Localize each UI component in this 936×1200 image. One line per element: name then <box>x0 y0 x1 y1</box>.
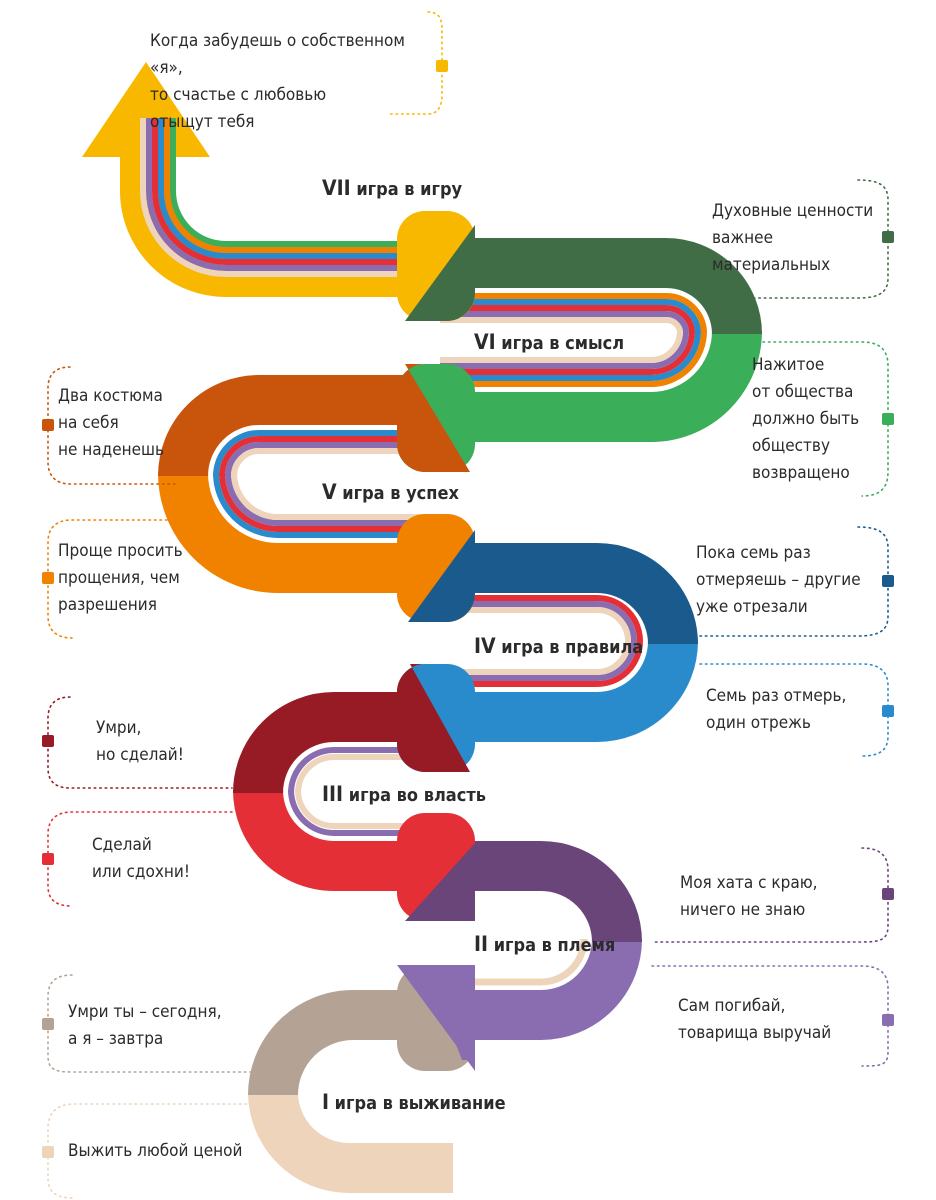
marker-i-lower <box>42 1146 54 1158</box>
note-i-lower: Выжить любой ценой <box>68 1141 243 1161</box>
band-meaning <box>420 238 762 442</box>
marker-iv-upper <box>882 575 894 587</box>
level-label-iv: IV игра в правила <box>474 634 644 658</box>
node-success-meaning <box>397 364 475 472</box>
level-label-vii: VII игра в игру <box>322 176 463 200</box>
marker-ii-lower <box>882 1014 894 1026</box>
node-rules-success <box>397 514 475 622</box>
marker-vi-lower <box>882 413 894 425</box>
node-power-rules <box>397 664 475 772</box>
level-label-vi: VI игра в смысл <box>474 330 625 354</box>
marker-v-lower <box>42 572 54 584</box>
node-survival-tribe <box>397 965 475 1071</box>
marker-iii-upper <box>42 735 54 747</box>
marker-v-upper <box>42 419 54 431</box>
marker-iv-lower <box>882 705 894 717</box>
note-iv-lower: Семь раз отмерь,один отрежь <box>706 686 847 733</box>
note-iii-upper: Умри,но сделай! <box>96 718 184 765</box>
callout-markers <box>42 60 894 1158</box>
band-survival <box>248 990 453 1193</box>
level-label-i: I игра в выживание <box>322 1090 506 1114</box>
note-ii-upper: Моя хата с краю,ничего не знаю <box>680 873 818 920</box>
band-power <box>233 692 440 891</box>
band-rules <box>420 543 698 742</box>
marker-iii-lower <box>42 853 54 865</box>
note-ii-lower: Сам погибай,товарища выручай <box>678 996 832 1043</box>
marker-top <box>436 60 448 72</box>
node-meaning-game <box>397 211 475 321</box>
marker-i-upper <box>42 1018 54 1030</box>
level-label-ii: II игра в племя <box>474 932 616 956</box>
note-top: Когда забудешь о собственном «я»,то счас… <box>150 31 405 132</box>
callouts <box>47 11 889 1199</box>
band-game <box>82 62 420 297</box>
marker-vi-upper <box>882 231 894 243</box>
level-label-v: V игра в успех <box>322 480 459 504</box>
note-i-upper: Умри ты – сегодня,а я – завтра <box>68 1002 222 1049</box>
node-tribe-power <box>397 813 475 921</box>
band-tribe <box>420 841 642 1040</box>
level-label-iii: III игра во власть <box>322 782 486 806</box>
marker-ii-upper <box>882 888 894 900</box>
band-success <box>158 375 440 593</box>
